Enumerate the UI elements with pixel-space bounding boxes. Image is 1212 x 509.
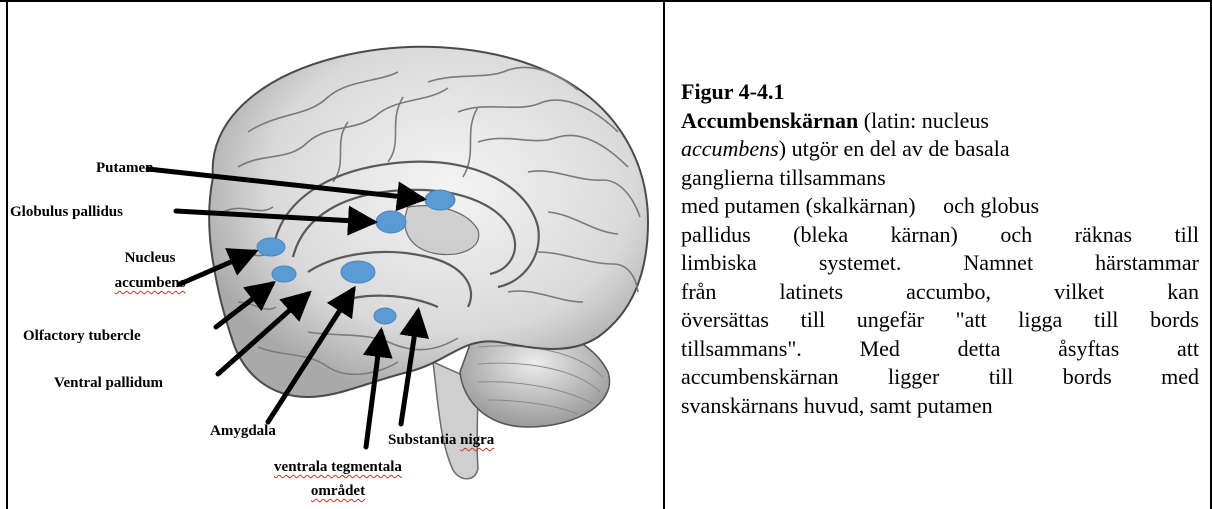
label-substantia-nigra: Substantia nigra: [388, 431, 494, 449]
substantia-nigra-blob: [374, 308, 396, 324]
label-amygdala: Amygdala: [210, 422, 276, 440]
label-globulus-pallidus: Globulus pallidus: [10, 203, 123, 221]
caption-line-6: limbiska systemet. Namnet härstammar: [681, 249, 1199, 278]
label-ventral-pallidum: Ventral pallidum: [54, 374, 163, 392]
label-putamen: Putamen: [96, 159, 154, 177]
putamen-blob: [425, 190, 455, 210]
caption-line-1: Accumbenskärnan (latin: nucleus: [681, 107, 1199, 136]
caption-line-7: från latinets accumbo, vilket kan: [681, 278, 1199, 307]
caption-line-10: accumbenskärnan ligger till bords med: [681, 363, 1199, 392]
label-accumbens: accumbens: [100, 274, 200, 292]
caption-line-4: med putamen (skalkärnan) och globus: [681, 192, 1199, 221]
caption-title: Figur 4-4.1: [681, 78, 1199, 107]
caption-line-2: accumbens) utgör en del av de basala: [681, 135, 1199, 164]
figure-caption: Figur 4-4.1 Accumbenskärnan (latin: nucl…: [681, 78, 1199, 420]
label-nucleus: Nucleus: [100, 249, 200, 267]
label-olfactory-tubercle: Olfactory tubercle: [23, 327, 141, 345]
brain-figure: Putamen Globulus pallidus Nucleus accumb…: [8, 2, 663, 509]
label-omradet: området: [248, 482, 428, 500]
label-ventrala-tegmentala: ventrala tegmentala: [248, 458, 428, 476]
caption-line-5: pallidus (bleka kärnan) och räknas till: [681, 221, 1199, 250]
table-column-divider: [663, 0, 665, 509]
globulus-pallidus-blob: [376, 211, 406, 233]
caption-line-3: ganglierna tillsammans: [681, 164, 1199, 193]
ventral-pallidum-blob: [341, 261, 375, 283]
olfactory-tubercle-blob: [272, 266, 296, 282]
caption-line-11: svanskärnans huvud, samt putamen: [681, 392, 1199, 421]
caption-term: Accumbenskärnan: [681, 108, 858, 133]
caption-line-8: översättas till ungefär "att ligga till …: [681, 306, 1199, 335]
nucleus-accumbens-blob: [257, 238, 285, 256]
caption-line-9: tillsammans". Med detta åsyftas att: [681, 335, 1199, 364]
caption-latin-term: accumbens: [681, 136, 779, 161]
